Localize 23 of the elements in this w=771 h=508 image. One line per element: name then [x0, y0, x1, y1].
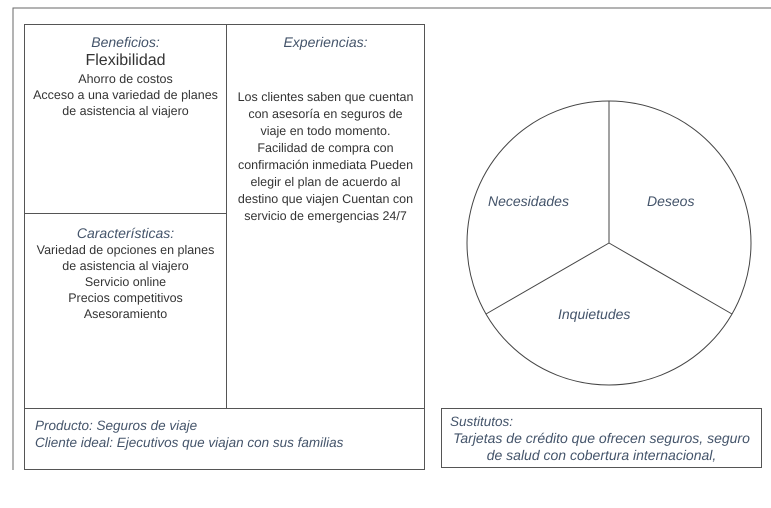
substitutes-text: Tarjetas de crédito que ofrecen seguros, seguro de salud con cobertura internacional, — [452, 430, 751, 464]
section-heading: Características: — [76, 224, 176, 242]
profile-line: Cliente ideal: Ejecutivos que viajan con sus familias — [35, 434, 344, 451]
substitutes-box — [441, 408, 762, 468]
benefits-panel — [24, 24, 227, 214]
section-heading: Beneficios: — [90, 33, 161, 51]
list-item: Precios competitivos — [67, 290, 184, 306]
profile-line: Producto: Seguros de viaje — [35, 417, 198, 434]
customer-profile-box — [24, 408, 425, 470]
experiences-text: Los clientes saben que cuentan con asesoría en seguros de viaje en todo momento. Facilidad de compra con confirmación inmediata Pueden elegir el plan de acuerdo al destino que viajen Cuentan con servicio de emergencias 24/7 — [237, 89, 414, 225]
experiences-panel — [226, 24, 425, 409]
list-item: Servicio online — [84, 274, 168, 290]
customer-circle — [466, 100, 752, 386]
concerns-segment-label: Inquietudes — [558, 306, 630, 322]
list-item: Acceso a una variedad de planes de asistencia al viajero — [33, 87, 218, 119]
section-heading: Experiencias: — [282, 33, 369, 51]
list-item: Asesoramiento — [82, 306, 168, 322]
section-heading: Sustitutos: — [450, 413, 514, 430]
wishes-segment-label: Deseos — [647, 193, 694, 209]
needs-segment-label: Necesidades — [488, 193, 569, 209]
list-item: Flexibilidad — [84, 51, 167, 71]
list-item: Variedad de opciones en planes de asistencia al viajero — [36, 242, 216, 274]
list-item: Ahorro de costos — [77, 71, 174, 87]
